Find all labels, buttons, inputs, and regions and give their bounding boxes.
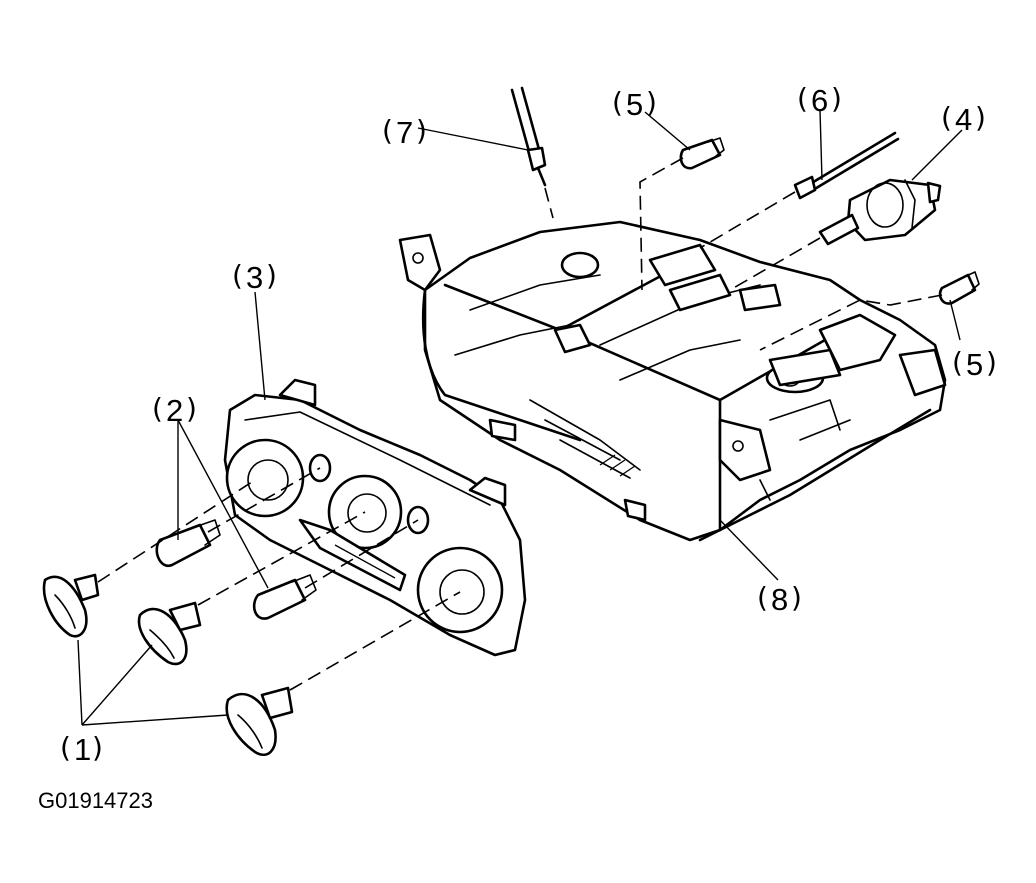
svg-text:(: ( xyxy=(952,346,963,379)
bulb-2b xyxy=(252,574,317,620)
svg-text:): ) xyxy=(986,346,997,379)
svg-text:(: ( xyxy=(232,259,243,292)
svg-text:(: ( xyxy=(382,114,393,147)
control-panel-bezel xyxy=(223,378,527,657)
callout-4: ( 4 ) xyxy=(941,101,986,137)
callout-6: ( 6 ) xyxy=(797,82,842,118)
callout-8: ( 8 ) xyxy=(757,581,802,617)
callout-1-number: 1 xyxy=(74,732,91,767)
svg-text:(: ( xyxy=(152,392,163,425)
svg-text:(: ( xyxy=(612,86,623,119)
callout-8-number: 8 xyxy=(771,582,788,617)
callout-6-number: 6 xyxy=(811,83,828,118)
svg-text:): ) xyxy=(646,86,657,119)
svg-text:): ) xyxy=(791,581,802,614)
svg-text:(: ( xyxy=(60,731,71,764)
callout-7-number: 7 xyxy=(396,115,413,150)
callout-2: ( 2 ) xyxy=(152,392,197,428)
callout-1: ( 1 ) xyxy=(60,731,103,767)
assembly-lines xyxy=(97,157,943,691)
bulb-5-top xyxy=(679,137,725,170)
svg-text:): ) xyxy=(266,259,277,292)
svg-text:): ) xyxy=(975,101,986,134)
svg-text:(: ( xyxy=(941,101,952,134)
control-knob-1 xyxy=(42,573,100,638)
control-knob-2 xyxy=(137,601,202,666)
svg-text:(: ( xyxy=(797,82,808,115)
bulb-2a xyxy=(155,519,221,568)
cable xyxy=(793,131,900,200)
heater-control-unit xyxy=(398,220,947,542)
svg-text:): ) xyxy=(186,392,197,425)
svg-text:(: ( xyxy=(757,581,768,614)
figure-id: G01914723 xyxy=(38,788,153,813)
callout-4-number: 4 xyxy=(955,102,972,137)
control-knob-3 xyxy=(225,686,294,757)
callout-5-top-number: 5 xyxy=(626,87,643,122)
callout-2-number: 2 xyxy=(166,393,183,428)
svg-text:): ) xyxy=(831,82,842,115)
callout-3-number: 3 xyxy=(246,260,263,295)
svg-text:): ) xyxy=(92,731,103,764)
callout-5-top: ( 5 ) xyxy=(612,86,657,122)
callout-7: ( 7 ) xyxy=(382,114,427,150)
cable-7 xyxy=(510,86,547,187)
callout-5-right-number: 5 xyxy=(966,347,983,382)
callout-5-right: ( 5 ) xyxy=(952,346,997,382)
bulb-5-right xyxy=(938,271,980,305)
leader-lines xyxy=(77,109,963,726)
svg-text:): ) xyxy=(416,114,427,147)
vacuum-switch xyxy=(818,178,942,246)
callout-3: ( 3 ) xyxy=(232,259,277,295)
